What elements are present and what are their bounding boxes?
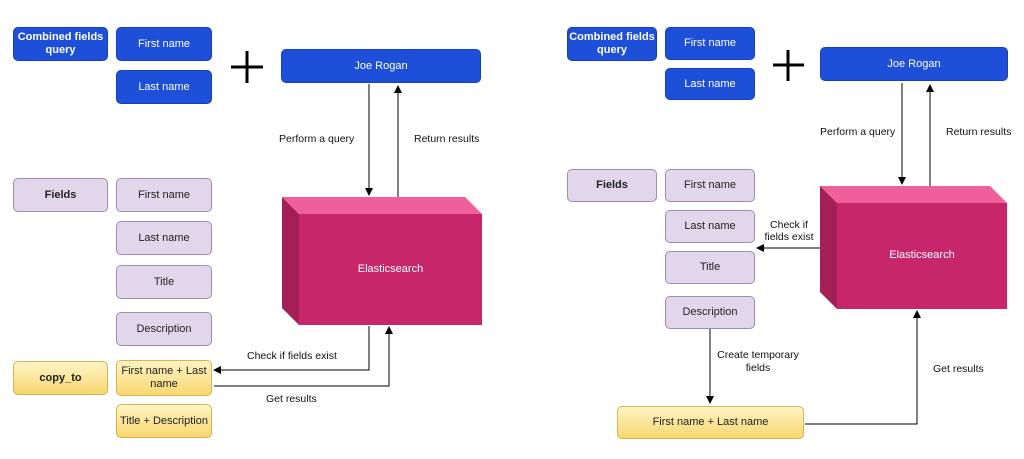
elasticsearch-box <box>282 197 482 325</box>
arrow-get-results <box>805 310 921 425</box>
plus-icon <box>231 51 263 83</box>
field-title: Title <box>665 251 755 284</box>
joe-rogan-query: Joe Rogan <box>820 47 1008 81</box>
field-first-name: First name <box>116 178 212 212</box>
combined-fields-query-label: Combined fields query <box>13 27 108 61</box>
first-name-box: First name <box>665 27 755 60</box>
last-name-box: Last name <box>116 70 212 104</box>
elasticsearch-box <box>820 186 1007 309</box>
return-results-label: Return results <box>946 126 1012 138</box>
return-results-label: Return results <box>414 133 480 145</box>
get-results-label: Get results <box>266 393 317 405</box>
copy-to-label: copy_to <box>13 361 108 395</box>
title-description-combined-field: Title + Description <box>116 404 212 438</box>
arrow-get-results <box>214 326 393 387</box>
field-title: Title <box>116 265 212 299</box>
joe-rogan-query: Joe Rogan <box>281 49 481 83</box>
field-first-name: First name <box>665 169 755 202</box>
field-description: Description <box>116 312 212 346</box>
field-last-name: Last name <box>665 210 755 243</box>
first-name-box: First name <box>116 27 212 61</box>
fields-label: Fields <box>13 178 108 212</box>
field-description: Description <box>665 296 755 329</box>
check-fields-label: Check if fields exist <box>764 219 814 243</box>
first-last-combined-field: First name + Last name <box>116 360 212 396</box>
elasticsearch-label: Elasticsearch <box>357 263 424 275</box>
get-results-label: Get results <box>933 363 984 375</box>
last-name-box: Last name <box>665 68 755 100</box>
perform-query-label: Perform a query <box>279 133 355 145</box>
field-last-name: Last name <box>116 221 212 255</box>
create-temp-fields-label: Create temporary fields <box>717 349 799 374</box>
check-fields-label: Check if fields exist <box>247 350 337 362</box>
first-last-combined-field: First name + Last name <box>617 406 804 439</box>
plus-icon <box>773 50 804 81</box>
fields-label: Fields <box>567 169 657 202</box>
combined-fields-query-label: Combined fields query <box>567 27 657 61</box>
elasticsearch-label: Elasticsearch <box>889 249 955 261</box>
arrow-check-fields <box>213 326 370 374</box>
perform-query-label: Perform a query <box>820 126 896 138</box>
